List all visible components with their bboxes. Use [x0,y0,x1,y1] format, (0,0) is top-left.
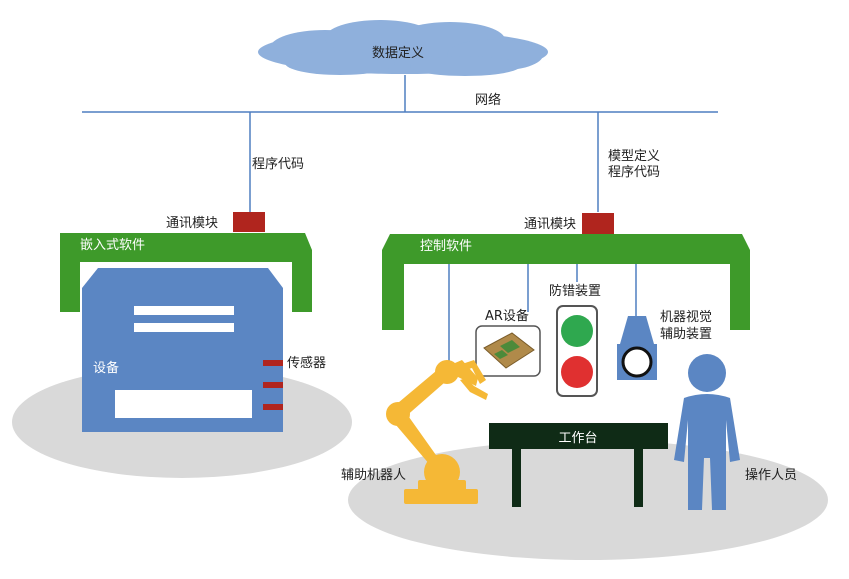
operator-label: 操作人员 [745,467,797,483]
sensor-label: 传感器 [287,355,326,371]
device-label: 设备 [93,360,119,376]
poka-green-light [561,315,593,347]
workbench-leg-left [512,449,521,507]
control-software-frame [382,234,750,330]
workbench-leg-right [634,449,643,507]
right-comm-label: 通讯模块 [524,217,576,232]
assist-robot [386,360,488,504]
vision-device-lens [621,346,653,378]
sensor-1 [263,360,283,366]
operator-figure [674,354,740,510]
device-slot-top [134,306,234,315]
right-ground-ellipse [348,440,828,560]
embedded-software-frame [60,233,312,312]
embedded-software-label: 嵌入式软件 [80,238,145,253]
robot-label: 辅助机器人 [341,468,406,483]
ar-device-chip-2 [494,350,508,359]
right-link-label-2: 程序代码 [608,165,660,180]
workbench-label: 工作台 [558,431,597,446]
right-comm-module [582,213,614,234]
data-definition-cloud: 数据定义 [258,20,548,76]
vision-device-head [620,316,654,344]
left-link-label: 程序代码 [252,157,304,172]
vision-label-1: 机器视觉 [660,310,712,325]
workbench-top [489,423,668,449]
device-slot-bottom [134,323,234,332]
ar-device-chip [500,340,520,353]
right-link-label-1: 模型定义 [608,149,660,164]
cloud-label: 数据定义 [372,46,424,61]
left-comm-label: 通讯模块 [166,216,218,231]
left-comm-module [233,212,265,232]
ar-label: AR设备 [485,308,529,324]
sensor-2 [263,382,283,388]
vision-label-2: 辅助装置 [660,327,712,342]
network-label: 网络 [475,92,501,108]
poka-label: 防错装置 [549,283,601,299]
sensor-3 [263,404,283,410]
device-display-panel [115,390,252,418]
control-software-label: 控制软件 [420,239,472,254]
poka-red-light [561,356,593,388]
